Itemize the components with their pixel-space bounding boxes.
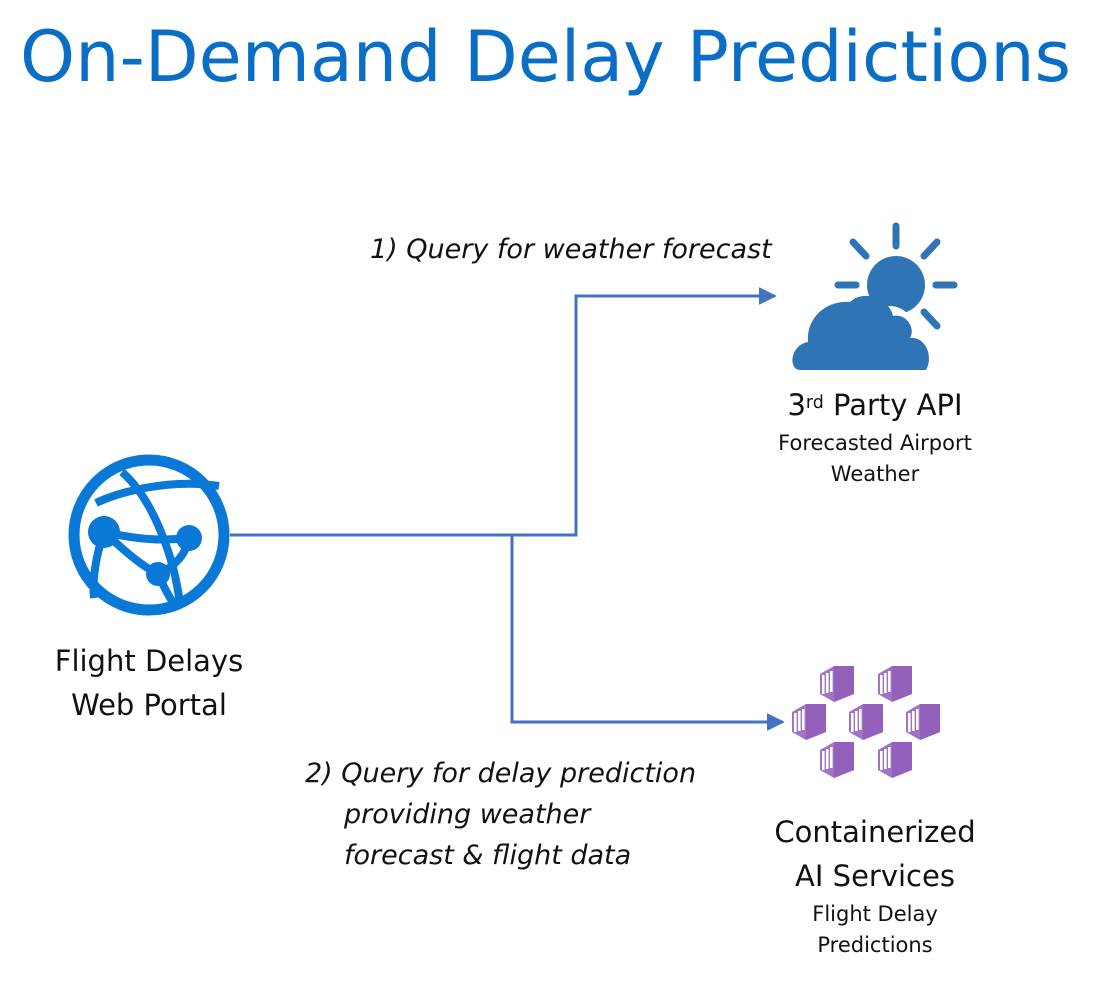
ai-services-name-line1: Containerized: [774, 815, 976, 849]
containers-icon: [792, 666, 940, 778]
portal-name-line1: Flight Delays: [54, 644, 244, 678]
step-2-label-line2: providing weather: [344, 799, 591, 830]
weather-api-name: 3rd Party API: [787, 388, 963, 422]
connector-to-ai-services: [510, 535, 785, 731]
connector-to-weather: [230, 287, 777, 537]
step-1-label: 1) Query for weather forecast: [370, 234, 772, 265]
page-title: On-Demand Delay Predictions: [20, 16, 1072, 98]
portal-name-line2: Web Portal: [71, 688, 227, 722]
step-2-label-line1: 2) Query for delay prediction: [305, 758, 697, 789]
globe-network-icon: [68, 454, 230, 616]
weather-api-desc-line1: Forecasted Airport: [778, 431, 972, 455]
weather-api-desc-line2: Weather: [830, 462, 920, 486]
ai-services-name-line2: AI Services: [795, 859, 955, 893]
ai-services-desc-line1: Flight Delay: [812, 902, 938, 926]
step-2-label-line3: forecast & flight data: [344, 840, 632, 871]
weather-api-name-superscript: rd: [805, 393, 824, 413]
ai-services-desc-line2: Predictions: [817, 933, 933, 957]
cloud-sun-icon: [792, 222, 958, 370]
